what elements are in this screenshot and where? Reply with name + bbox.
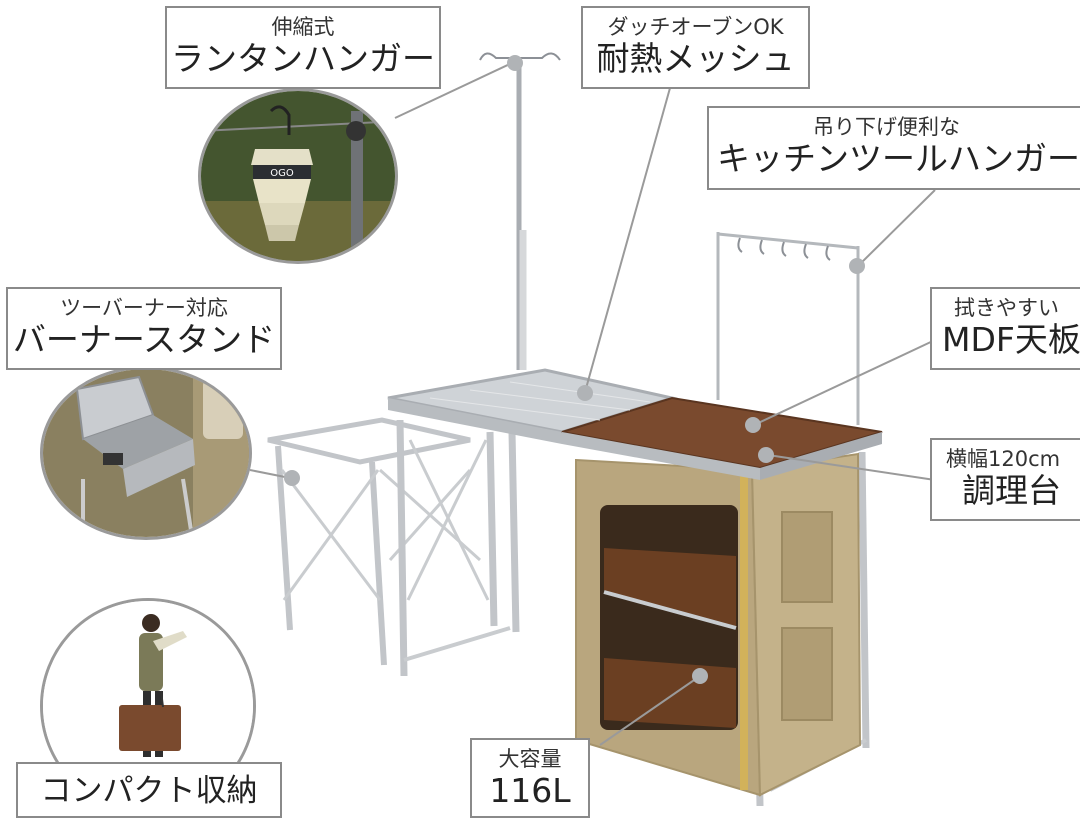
callout-compact-main: コンパクト収納 [40,773,258,809]
callout-capacity-sub: 大容量 [498,747,562,771]
callout-tool-hanger-sub: 吊り下げ便利な [813,115,960,139]
burner-stand [267,417,482,666]
callout-capacity: 大容量 116L [470,738,590,818]
burner-photo-circle [40,366,252,540]
callout-mdf-top: 拭きやすい MDF天板 [930,287,1080,370]
lantern-pole [479,52,561,370]
callout-heat-mesh-sub: ダッチオーブンOK [607,15,784,39]
callout-tool-hanger-main: キッチンツールハンガー [717,139,1080,178]
burner-photo [43,369,249,537]
callout-lantern-hanger-main: ランタンハンガー [171,39,435,78]
callout-heat-mesh-main: 耐熱メッシュ [596,39,795,78]
tool-hanger-frame [716,232,860,425]
callout-burner-stand-sub: ツーバーナー対応 [60,296,228,320]
callout-burner-stand-main: バーナースタンド [12,320,276,359]
callout-lantern-hanger: 伸縮式 ランタンハンガー [165,6,441,89]
callout-capacity-main: 116L [489,771,571,810]
callout-lantern-hanger-sub: 伸縮式 [271,15,335,39]
callout-heat-mesh: ダッチオーブンOK 耐熱メッシュ [581,6,810,89]
lantern-photo-circle: OGO [198,88,398,264]
lantern-photo: OGO [201,91,395,261]
callout-mdf-top-sub: 拭きやすい [954,296,1059,320]
lantern-brand-text: OGO [270,168,294,179]
canvas-cabinet [575,452,862,797]
callout-cooking-table-sub: 横幅120cm [946,447,1061,471]
callout-burner-stand: ツーバーナー対応 バーナースタンド [6,287,282,370]
callout-compact: コンパクト収納 [16,762,282,818]
callout-cooking-table: 横幅120cm 調理台 [930,438,1080,521]
callout-cooking-table-main: 調理台 [962,471,1061,510]
callout-mdf-top-main: MDF天板 [942,320,1080,359]
callout-tool-hanger: 吊り下げ便利な キッチンツールハンガー [707,106,1080,190]
